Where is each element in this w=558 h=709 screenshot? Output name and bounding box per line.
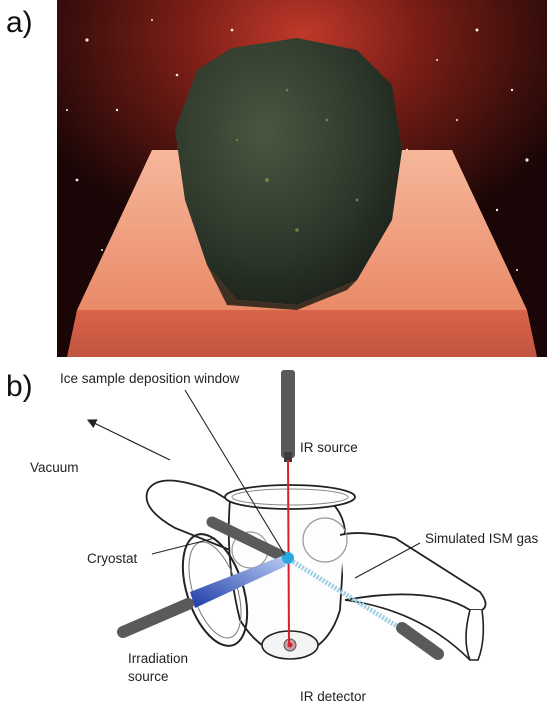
meteorite-rock xyxy=(175,38,402,305)
cryostat-rod xyxy=(206,516,292,564)
top-port xyxy=(224,484,356,510)
irradiation-beam xyxy=(190,556,286,608)
irradiation-source-rod xyxy=(117,598,194,638)
cryostat-label: Cryostat xyxy=(87,551,138,566)
ir-detector-label: IR detector xyxy=(300,689,367,704)
meteorite-photo xyxy=(57,0,547,357)
panel-b-label: b) xyxy=(6,370,33,403)
vacuum-tube xyxy=(145,479,231,551)
irradiation-label-line2: source xyxy=(128,669,169,684)
gas-inlet-rod xyxy=(396,622,444,660)
ir-source-rod xyxy=(281,370,295,458)
ism-gas-tube xyxy=(339,532,487,611)
ism-gas-label: Simulated ISM gas xyxy=(425,531,539,546)
pedestal-front xyxy=(67,310,537,357)
ice-window-label: Ice sample deposition window xyxy=(60,371,240,386)
ism-gas-stream xyxy=(288,557,402,631)
ir-beam xyxy=(287,459,290,644)
ism-ice-chamber-diagram: Ice sample deposition window IR source V… xyxy=(30,370,539,704)
panel-a-label: a) xyxy=(6,6,33,39)
rock-speckles xyxy=(235,88,359,232)
ir-source-label: IR source xyxy=(300,440,358,455)
vacuum-label: Vacuum xyxy=(30,460,79,475)
irradiation-label-line1: Irradiation xyxy=(128,651,188,666)
